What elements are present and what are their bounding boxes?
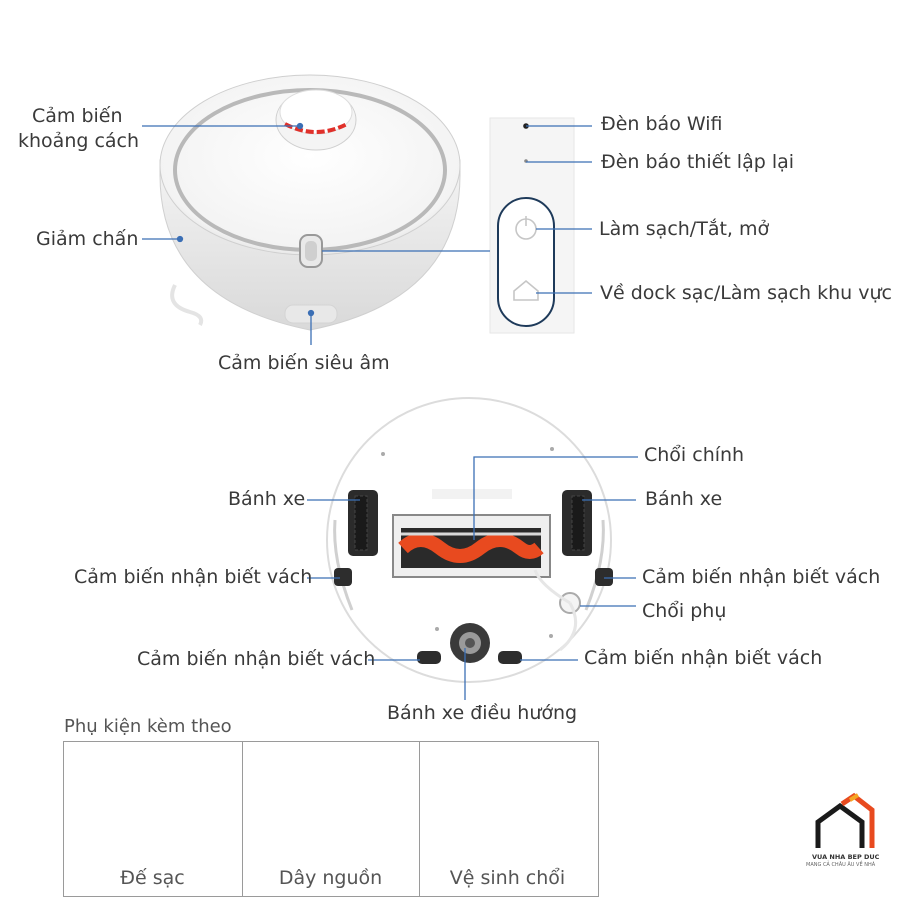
robot-top-view [159,74,461,331]
logo-tagline: MANG CẢ CHÂU ÂU VỀ NHÀ [806,862,876,868]
accessory-cleaning-tool-caption: Vệ sinh chổi [449,867,566,889]
logo-name: VUA NHA BEP DUC [812,853,880,861]
label-cliff-sensor-left-2: Cảm biến nhận biết vách [137,648,376,670]
label-distance-sensor-line2: khoảng cách [18,130,140,152]
label-wifi-led: Đèn báo Wifi [601,113,723,135]
label-wheel-right: Bánh xe [645,488,723,510]
brand-logo [815,792,875,848]
robot-bottom-view [326,397,613,683]
accessory-power-cord-caption: Dây nguồn [278,867,383,889]
label-distance-sensor-line1: Cảm biến [32,105,123,127]
label-bumper: Giảm chấn [36,228,139,250]
label-power-button: Làm sạch/Tắt, mở [599,218,770,240]
label-side-brush: Chổi phụ [642,600,727,622]
label-caster-wheel: Bánh xe điều hướng [387,702,578,724]
label-ultrasonic-sensor: Cảm biến siêu âm [218,352,390,374]
label-cliff-sensor-right-1: Cảm biến nhận biết vách [642,566,881,588]
button-panel [489,117,575,334]
accessories-title: Phụ kiện kèm theo [64,716,232,737]
accessories-divider-1 [242,741,243,896]
label-cliff-sensor-right-2: Cảm biến nhận biết vách [584,647,823,669]
bottom-callout-lines [307,456,638,700]
label-wheel-left: Bánh xe [228,488,306,510]
label-dock-button: Về dock sạc/Làm sạch khu vực [600,282,892,304]
accessories-panel [63,741,599,897]
accessory-charging-dock-caption: Đế sạc [120,867,185,889]
label-cliff-sensor-left-1: Cảm biến nhận biết vách [74,566,313,588]
top-callout-lines [142,122,592,345]
accessories-divider-2 [419,741,420,896]
label-main-brush: Chổi chính [644,444,745,466]
label-reset-led: Đèn báo thiết lập lại [601,151,795,173]
